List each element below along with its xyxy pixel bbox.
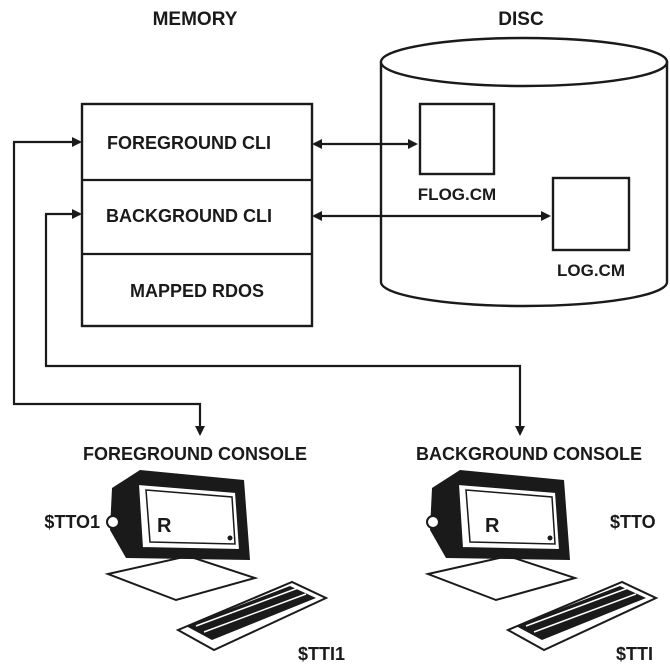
flog-file-label: FLOG.CM [418,185,496,204]
log-file-box [551,176,631,252]
background-cli-cell: BACKGROUND CLI [106,206,272,226]
foreground-cli-cell: FOREGROUND CLI [107,133,271,153]
flog-file-box [418,102,496,176]
background-output-device: $TTO [610,512,656,532]
background-input-device: $TTI [616,644,653,664]
foreground-screen-letter: R [157,515,172,537]
background-console-label: BACKGROUND CONSOLE [416,444,642,464]
memory-heading: MEMORY [153,9,238,30]
mapped-rdos-cell: MAPPED RDOS [130,281,264,301]
background-console-link [44,209,525,436]
foreground-output-device: $TTO1 [44,512,100,532]
foreground-terminal-icon [104,470,329,652]
background-terminal-icon [424,470,659,652]
background-screen-letter: R [485,515,500,537]
disc-heading: DISC [498,9,544,30]
foreground-input-device: $TTI1 [298,644,345,664]
foreground-console-label: FOREGROUND CONSOLE [83,444,307,464]
log-file-label: LOG.CM [557,261,625,280]
